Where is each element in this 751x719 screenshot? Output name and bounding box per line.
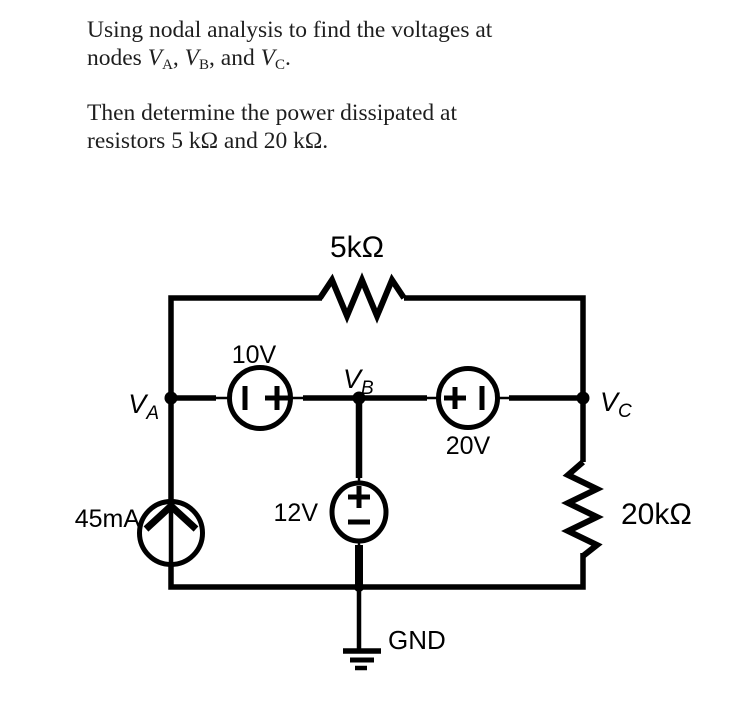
node-dot-vc xyxy=(576,391,590,405)
gnd-label: GND xyxy=(388,625,446,655)
math-sub-a: A xyxy=(162,57,173,73)
node-va-base: V xyxy=(128,389,149,419)
separator: , xyxy=(172,45,185,71)
problem-line-4: resistors 5 kΩ and 20 kΩ. xyxy=(87,128,329,154)
node-label-vb: VB xyxy=(343,364,374,399)
voltage-source-10v-circle xyxy=(227,365,293,431)
node-vc-base: V xyxy=(600,387,621,417)
node-dot-va xyxy=(164,391,178,405)
problem-line-1: Using nodal analysis to find the voltage… xyxy=(87,17,493,43)
node-va-sub: A xyxy=(145,403,159,424)
plus-terminal-20v-icon xyxy=(444,387,466,409)
source-12v-label: 12V xyxy=(274,499,319,527)
wire-top-right xyxy=(404,295,586,462)
problem-line-2: nodes VA, VB, and VC. xyxy=(87,45,291,73)
problem-paragraph-1: Using nodal analysis to find the voltage… xyxy=(87,16,587,79)
math-sub-b: B xyxy=(199,57,210,73)
voltage-source-12v-circle xyxy=(329,480,389,544)
problem-statement: Using nodal analysis to find the voltage… xyxy=(87,16,587,175)
separator: , and xyxy=(209,45,261,71)
resistor-5k-label: 5kΩ xyxy=(330,231,384,264)
resistor-5k-symbol xyxy=(317,272,407,324)
node-dot-gnd-junction xyxy=(354,582,364,592)
voltage-source-20v-circle xyxy=(436,366,500,430)
node-vb-sub: B xyxy=(361,378,374,399)
node-vc-sub: C xyxy=(618,401,632,422)
period: . xyxy=(284,45,291,71)
current-arrow-head-up-icon xyxy=(143,501,199,532)
math-var-v: V xyxy=(184,45,200,71)
math-var-v: V xyxy=(260,45,275,71)
resistor-20k-label: 20kΩ xyxy=(621,498,692,531)
source-20v-label: 20V xyxy=(446,432,491,460)
line2-prefix: nodes xyxy=(87,45,148,71)
current-source-45ma-label: 45mA xyxy=(75,505,141,533)
math-sub-c: C xyxy=(274,57,285,73)
source-10v-label: 10V xyxy=(232,341,277,369)
node-dot-vb xyxy=(352,391,366,405)
node-label-vc: VC xyxy=(600,387,632,422)
node-vb-base: V xyxy=(343,364,364,394)
plus-terminal-10v-icon xyxy=(265,386,289,410)
resistor-20k-symbol xyxy=(561,459,604,559)
plus-terminal-12v-icon xyxy=(348,486,370,508)
wire-left-bottom xyxy=(168,295,586,590)
node-label-va: VA xyxy=(128,389,159,424)
problem-line-3: Then determine the power dissipated at xyxy=(87,100,457,126)
math-var-v: V xyxy=(147,45,163,71)
